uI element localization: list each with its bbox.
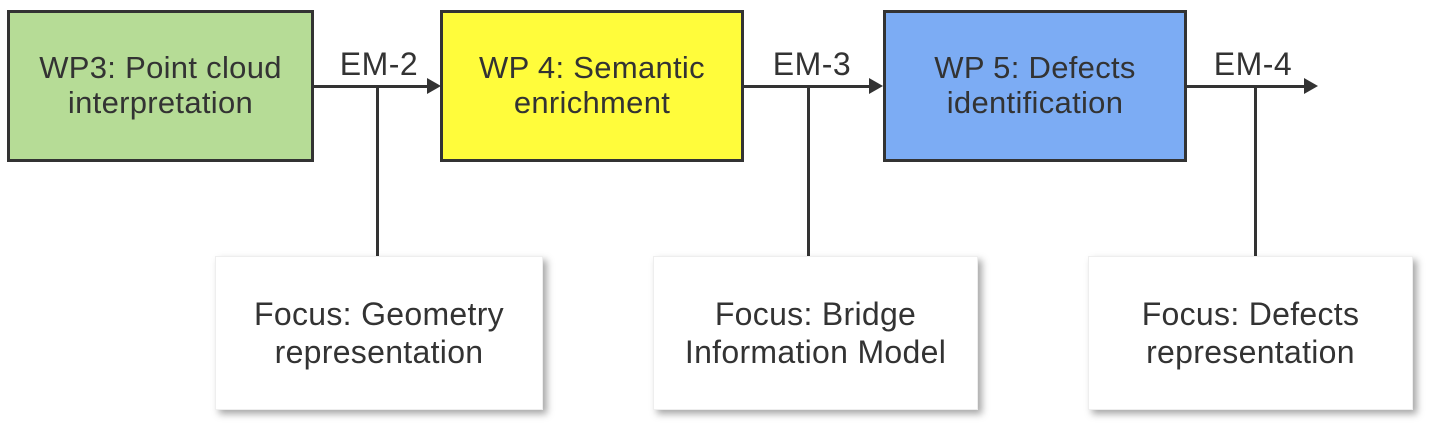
stage-box-wp4-semantic-enrichment: WP 4: Semantic enrichment — [440, 10, 744, 162]
connector-line-wp4-wp5 — [744, 85, 869, 88]
milestone-label-em3: EM-3 — [772, 46, 852, 82]
stage-box-wp3-point-cloud-interpretation: WP3: Point cloud interpretation — [7, 10, 314, 162]
drop-line-em2 — [376, 85, 379, 257]
arrowhead-icon — [427, 78, 441, 94]
focus-note-geometry-representation: Focus: Geometry representation — [215, 256, 543, 410]
arrowhead-icon — [1304, 78, 1318, 94]
drop-line-em3 — [807, 85, 810, 257]
milestone-label-em4: EM-4 — [1213, 46, 1293, 82]
arrowhead-icon — [869, 78, 883, 94]
connector-line-wp3-wp4 — [314, 85, 427, 88]
drop-line-em4 — [1254, 85, 1257, 257]
focus-note-bridge-information-model: Focus: Bridge Information Model — [653, 256, 978, 410]
focus-note-defects-representation: Focus: Defects representation — [1088, 256, 1413, 410]
milestone-label-em2: EM-2 — [339, 46, 419, 82]
stage-box-wp5-defects-identification: WP 5: Defects identification — [883, 10, 1187, 162]
connector-line-wp5-out — [1187, 85, 1304, 88]
